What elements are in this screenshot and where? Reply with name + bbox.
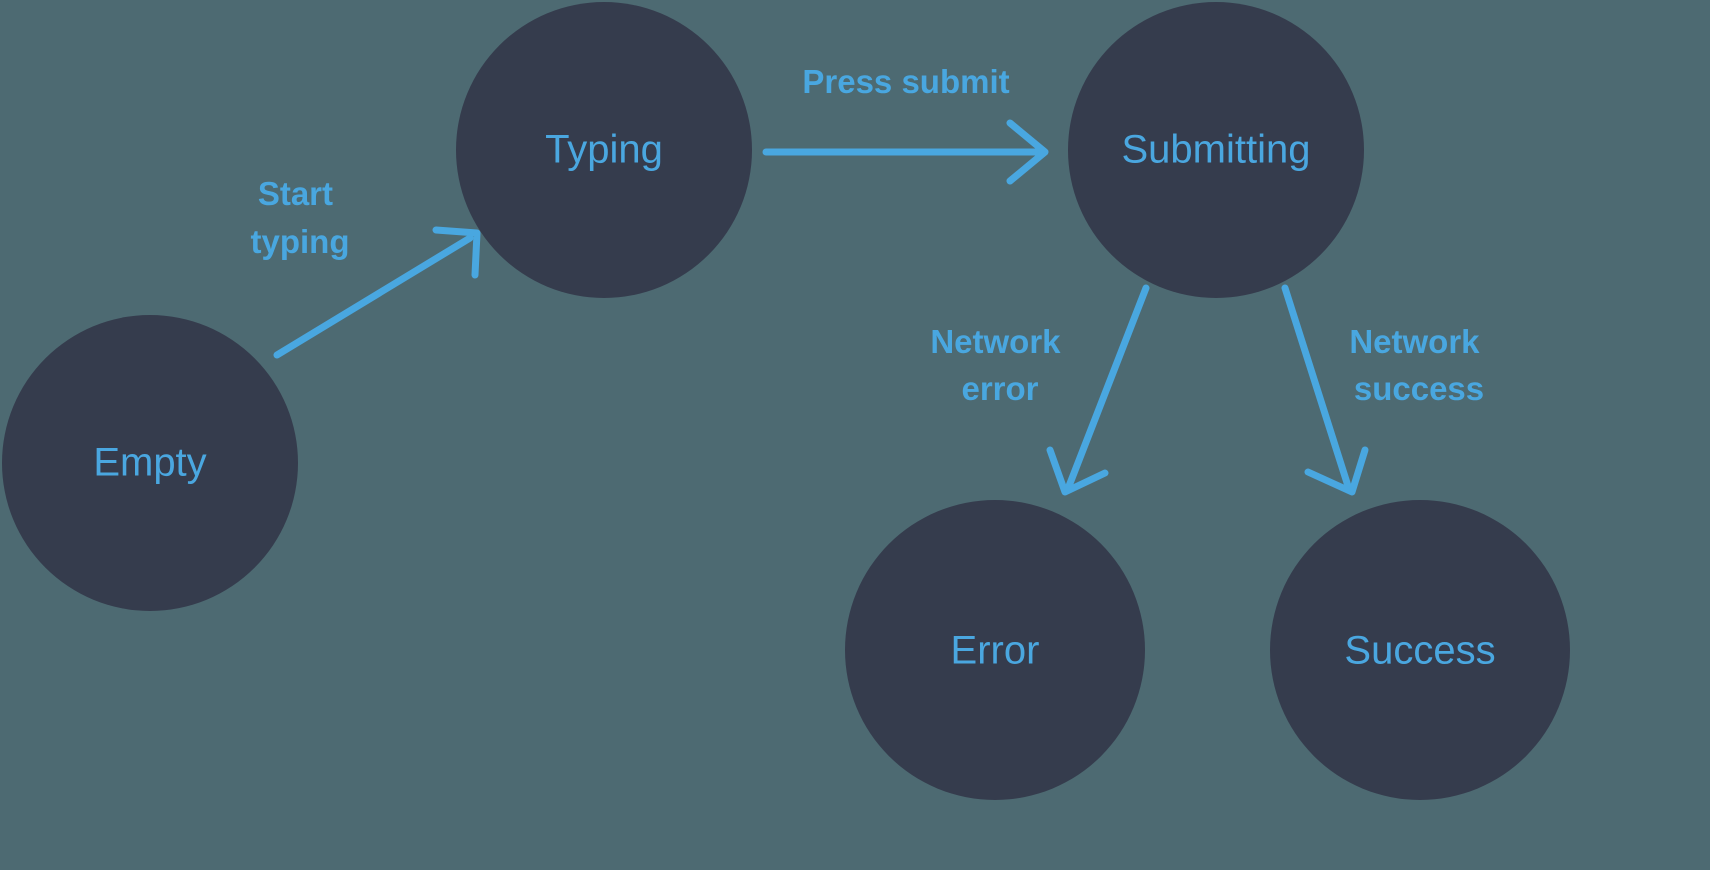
error-node-label: Error	[951, 629, 1040, 673]
error-node-circle[interactable]	[845, 500, 1145, 800]
transition-network-error: Network error	[930, 284, 1150, 496]
press-submit-arrowhead-icon	[1006, 119, 1049, 185]
network-success-label-line-1: Network	[1349, 323, 1480, 360]
press-submit-label: Press submit	[802, 63, 1009, 100]
typing-node-label: Typing	[545, 128, 663, 172]
network-success-label-line-2: success	[1354, 370, 1484, 407]
submitting-node-circle[interactable]	[1068, 2, 1364, 298]
transition-start-typing: Start typing	[251, 175, 481, 359]
network-error-arrowhead-icon	[1046, 446, 1109, 496]
empty-node-circle[interactable]	[2, 315, 298, 611]
network-error-edge-line	[1065, 284, 1150, 490]
press-submit-label-line-1: Press submit	[802, 63, 1009, 100]
start-typing-edge-line	[273, 234, 474, 359]
success-node-circle[interactable]	[1270, 500, 1570, 800]
empty-node-label: Empty	[93, 441, 206, 485]
state-node-typing[interactable]: Typing	[456, 2, 752, 298]
start-typing-label: Start typing	[251, 175, 350, 260]
network-success-edge-line	[1281, 284, 1352, 490]
start-typing-arrowhead-icon	[432, 226, 481, 279]
success-node-label: Success	[1344, 629, 1495, 673]
state-node-empty[interactable]: Empty	[2, 315, 298, 611]
network-error-label-line-1: Network	[930, 323, 1061, 360]
start-typing-label-line-1: Start	[258, 175, 333, 212]
transition-network-success: Network success	[1281, 284, 1488, 496]
typing-node-circle[interactable]	[456, 2, 752, 298]
start-typing-label-line-2: typing	[251, 223, 350, 260]
submitting-node-label: Submitting	[1122, 128, 1311, 172]
state-node-submitting[interactable]: Submitting	[1068, 2, 1364, 298]
transition-press-submit: Press submit	[762, 63, 1049, 185]
state-node-success[interactable]: Success	[1270, 500, 1570, 800]
network-error-label: Network error	[930, 323, 1069, 407]
state-node-error[interactable]: Error	[845, 500, 1145, 800]
network-success-arrowhead-icon	[1304, 446, 1369, 496]
network-success-label: Network success	[1349, 323, 1488, 407]
network-error-label-line-2: error	[961, 370, 1038, 407]
